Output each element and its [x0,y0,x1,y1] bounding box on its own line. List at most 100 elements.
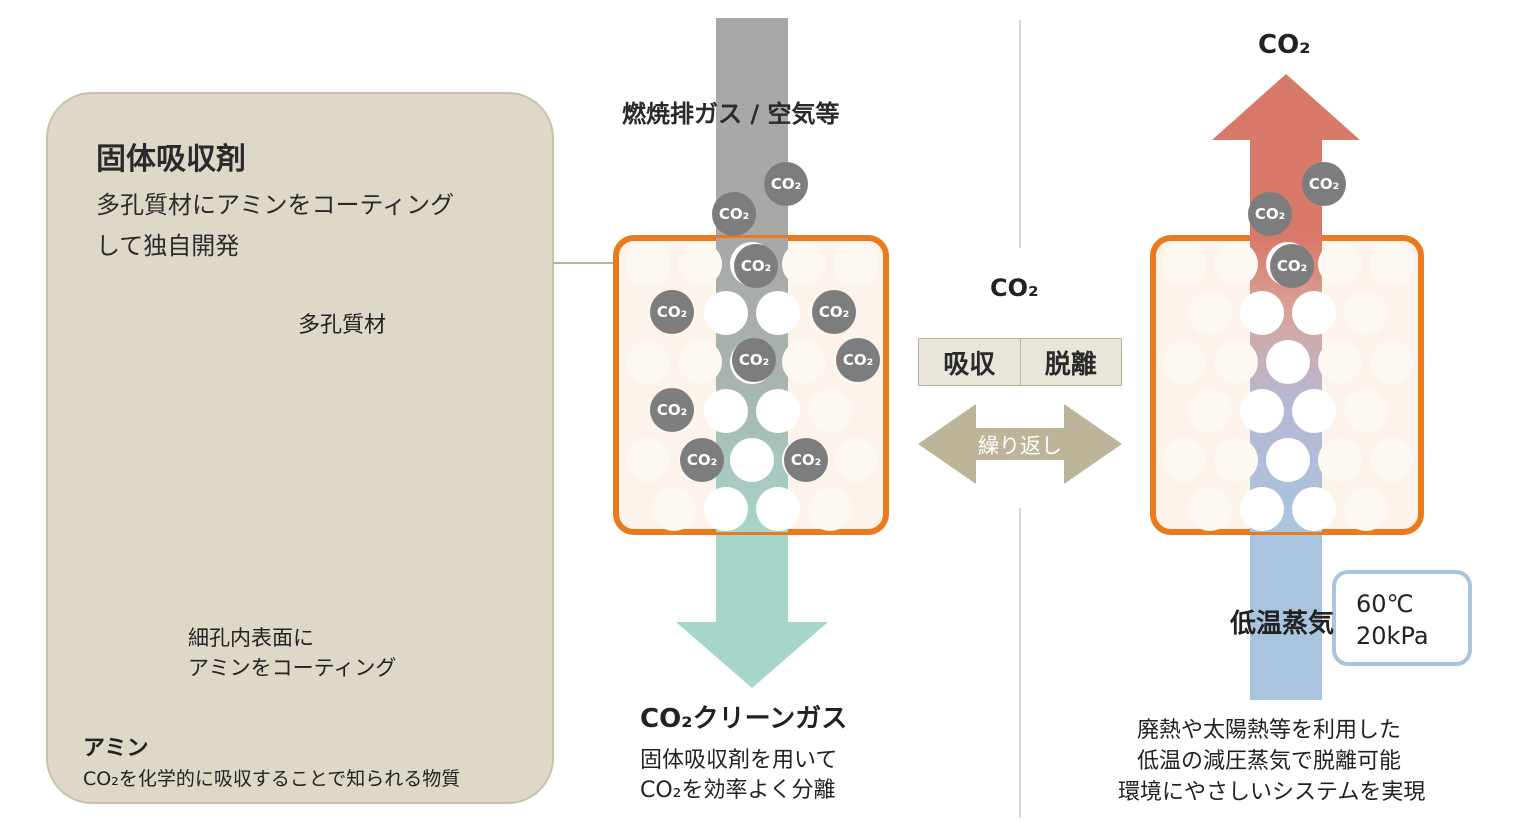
co2-molecule: CO₂ [734,244,778,288]
sorbent-bead [782,242,826,286]
sorbent-bead [1344,487,1388,531]
co2-molecule: CO₂ [1302,162,1346,206]
co2-molecule: CO₂ [764,162,808,206]
sorbent-bead [1292,389,1336,433]
sorbent-bead [1188,487,1232,531]
co2-molecule-label: CO₂ [771,175,801,193]
sorbent-bead [756,389,800,433]
steam-temperature: 60℃ [1356,590,1414,618]
sorbent-bead [678,242,722,286]
amine-description: CO₂を化学的に吸収することで知られる物質 [83,768,461,790]
repeat-double-arrow [918,404,1122,484]
sorbent-bead [1188,291,1232,335]
amine-title: アミン [83,736,149,761]
sorbent-bead [808,389,852,433]
co2-molecule-label: CO₂ [657,303,687,321]
sorbent-bead [1370,438,1414,482]
co2-molecule: CO₂ [1270,244,1314,288]
panel-description-line2: して独自開発 [96,232,240,260]
clean-gas-title: CO₂クリーンガス [640,704,848,734]
sorbent-bead [626,242,670,286]
repeat-label: 繰り返し [978,434,1062,458]
sorbent-bead [1162,242,1206,286]
sorbent-bead [1240,389,1284,433]
co2-molecule-label: CO₂ [741,257,771,275]
steam-stream [1250,535,1322,700]
sorbent-bead [1214,340,1258,384]
sorbent-bead [1318,438,1362,482]
steam-conditions-box [1332,570,1472,666]
co2-molecule-label: CO₂ [719,205,749,223]
co2-molecule: CO₂ [812,290,856,334]
sorbent-bead [1188,389,1232,433]
sorbent-bead [652,487,696,531]
co2-molecule-label: CO₂ [657,401,687,419]
inlet-gas-label: 燃焼排ガス / 空気等 [622,100,840,128]
sorbent-bead [808,487,852,531]
sorbent-bead [1214,438,1258,482]
cycle-co2-label: CO₂ [990,274,1039,302]
sorbent-bead [1240,487,1284,531]
sorbent-bead [1318,242,1362,286]
co2-molecule: CO₂ [732,338,776,382]
solid-sorbent-panel [46,92,554,804]
co2-molecule-label: CO₂ [687,451,717,469]
sorbent-bead [1344,291,1388,335]
sorbent-bead [1318,340,1362,384]
co2-out-arrow-head [1212,74,1360,140]
sorbent-bead [1344,389,1388,433]
steam-pressure: 20kPa [1356,622,1429,650]
co2-molecule-label: CO₂ [843,351,873,369]
sorbent-bead [1162,438,1206,482]
panel-title: 固体吸収剤 [96,142,246,177]
low-temp-steam-label: 低温蒸気 [1230,609,1335,639]
sorbent-bead [704,389,748,433]
sorbent-bead [782,340,826,384]
sorbent-bead [1292,291,1336,335]
sorbent-bead [834,438,878,482]
sorbent-bead [626,438,670,482]
co2-molecule: CO₂ [1248,192,1292,236]
co2-molecule-label: CO₂ [791,451,821,469]
sorbent-bead [626,340,670,384]
sorbent-bead [704,291,748,335]
desorber-beads [1162,242,1414,531]
co2-molecule-label: CO₂ [1309,175,1339,193]
clean-gas-desc-line2: CO₂を効率よく分離 [640,778,836,803]
sorbent-bead [704,487,748,531]
desorption-desc-line2: 低温の減圧蒸気で脱離可能 [1137,749,1402,774]
sorbent-bead [1266,340,1310,384]
pore-label-line2: アミンをコーティング [188,656,397,680]
porous-material-label: 多孔質材 [298,313,387,338]
sorbent-bead [1370,340,1414,384]
sorbent-bead [756,291,800,335]
sorbent-bead [1240,291,1284,335]
released-co2-label: CO₂ [1258,30,1311,60]
co2-molecule-label: CO₂ [739,351,769,369]
sorbent-bead [756,487,800,531]
outlet-arrow-head [676,622,828,688]
outlet-gas-stream [716,535,788,625]
absorb-label: 吸収 [919,339,1021,385]
sorbent-bead [678,340,722,384]
desorption-desc-line1: 廃熱や太陽熱等を利用した [1137,718,1402,743]
co2-molecule: CO₂ [650,290,694,334]
sorbent-bead [730,438,774,482]
co2-molecule-label: CO₂ [1255,205,1285,223]
sorbent-bead [1370,242,1414,286]
co2-molecule-label: CO₂ [819,303,849,321]
co2-molecule: CO₂ [836,338,880,382]
sorbent-bead [834,242,878,286]
absorb-desorb-box: 吸収 脱離 [918,338,1122,386]
co2-molecule: CO₂ [712,192,756,236]
co2-molecule: CO₂ [784,438,828,482]
co2-molecule: CO₂ [680,438,724,482]
clean-gas-desc-line1: 固体吸収剤を用いて [640,748,838,773]
pore-label-line1: 細孔内表面に [188,626,314,650]
sorbent-bead [1292,487,1336,531]
sorbent-bead [1162,340,1206,384]
co2-molecule: CO₂ [650,388,694,432]
desorption-desc-line3: 環境にやさしいシステムを実現 [1118,780,1426,805]
desorb-label: 脱離 [1044,349,1097,380]
sorbent-bead [1214,242,1258,286]
